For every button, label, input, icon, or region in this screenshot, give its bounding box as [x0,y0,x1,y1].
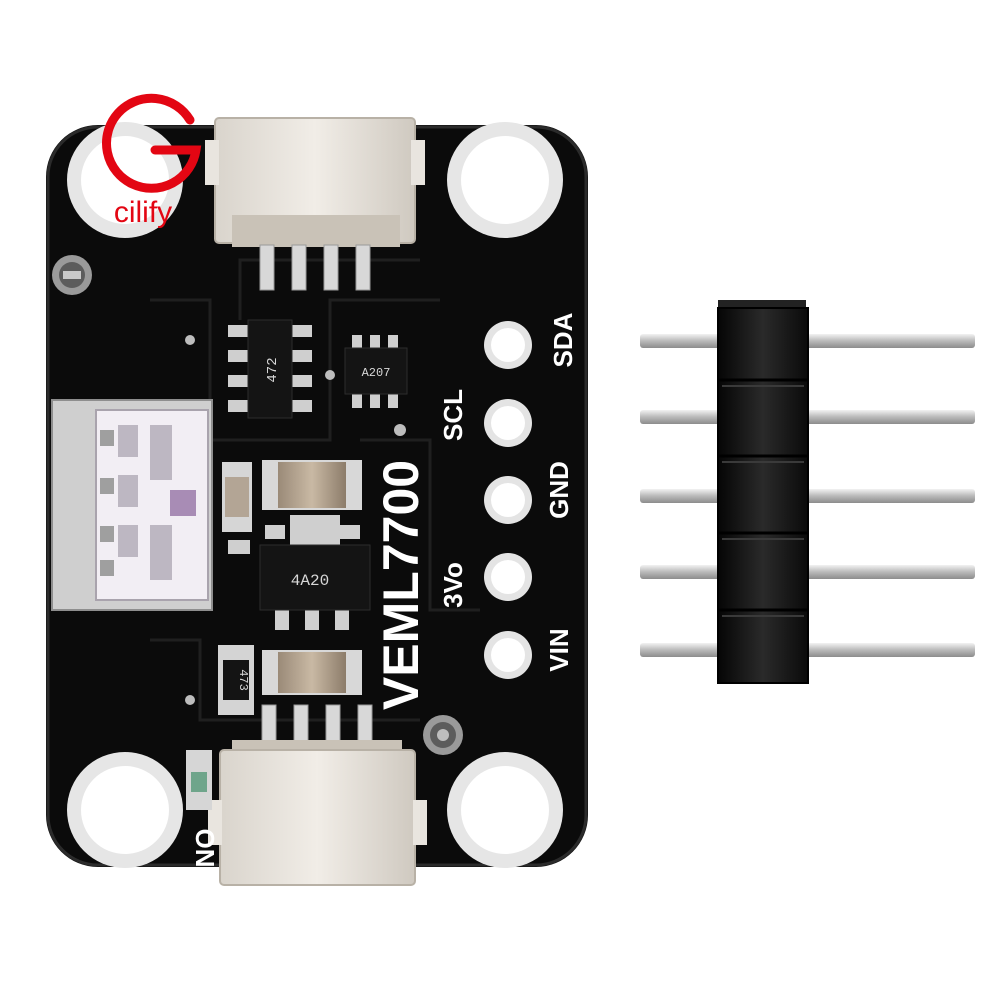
pin-hole-gnd [484,476,532,524]
resistor-bottom: 473 [218,645,254,715]
pin-label-sda: SDA [548,312,578,367]
screw-pad-icon [52,255,92,295]
chip-mark-473: 473 [236,669,250,691]
mounting-hole-icon [447,752,563,868]
pin-hole-vin [484,631,532,679]
screw-pad-icon [423,715,463,755]
bottom-stemma-connector [208,704,427,886]
power-led [186,750,212,810]
pin-row [484,321,532,679]
pin-label-3vo: 3Vo [438,562,468,608]
pin-label-gnd: GND [544,461,574,519]
light-sensor [51,399,213,611]
breakout-board: 472 A207 [46,117,588,886]
pin-hole-sda [484,321,532,369]
mounting-hole-icon [67,752,183,868]
trace-outlines [150,258,480,722]
small-capacitor-left [222,462,252,532]
led-label: ON [190,829,220,868]
pin-hole-scl [484,399,532,447]
logo-g-icon [102,93,202,193]
chip-mark-4a20: 4A20 [291,572,329,590]
chip-mark-472: 472 [265,357,281,382]
header-body [717,300,809,684]
capacitor-lower [262,650,362,695]
pin-label-scl: SCL [438,389,468,441]
top-stemma-connector [205,117,425,291]
pin-label-vin: VIN [544,628,574,671]
pin-header [640,300,975,684]
chip-mark-a207: A207 [362,366,391,380]
brand-logo: cilify [102,93,202,229]
mounting-hole-icon [447,122,563,238]
logo-text: cilify [114,196,172,229]
voltage-regulator: 4A20 [259,515,371,630]
small-components [228,525,360,554]
pin-hole-3vo [484,553,532,601]
capacitor-upper [262,460,362,510]
model-label: VEML7700 [373,460,429,710]
ic-chip-top-left: 472 [228,319,312,419]
ic-chip-top-right: A207 [344,335,408,408]
